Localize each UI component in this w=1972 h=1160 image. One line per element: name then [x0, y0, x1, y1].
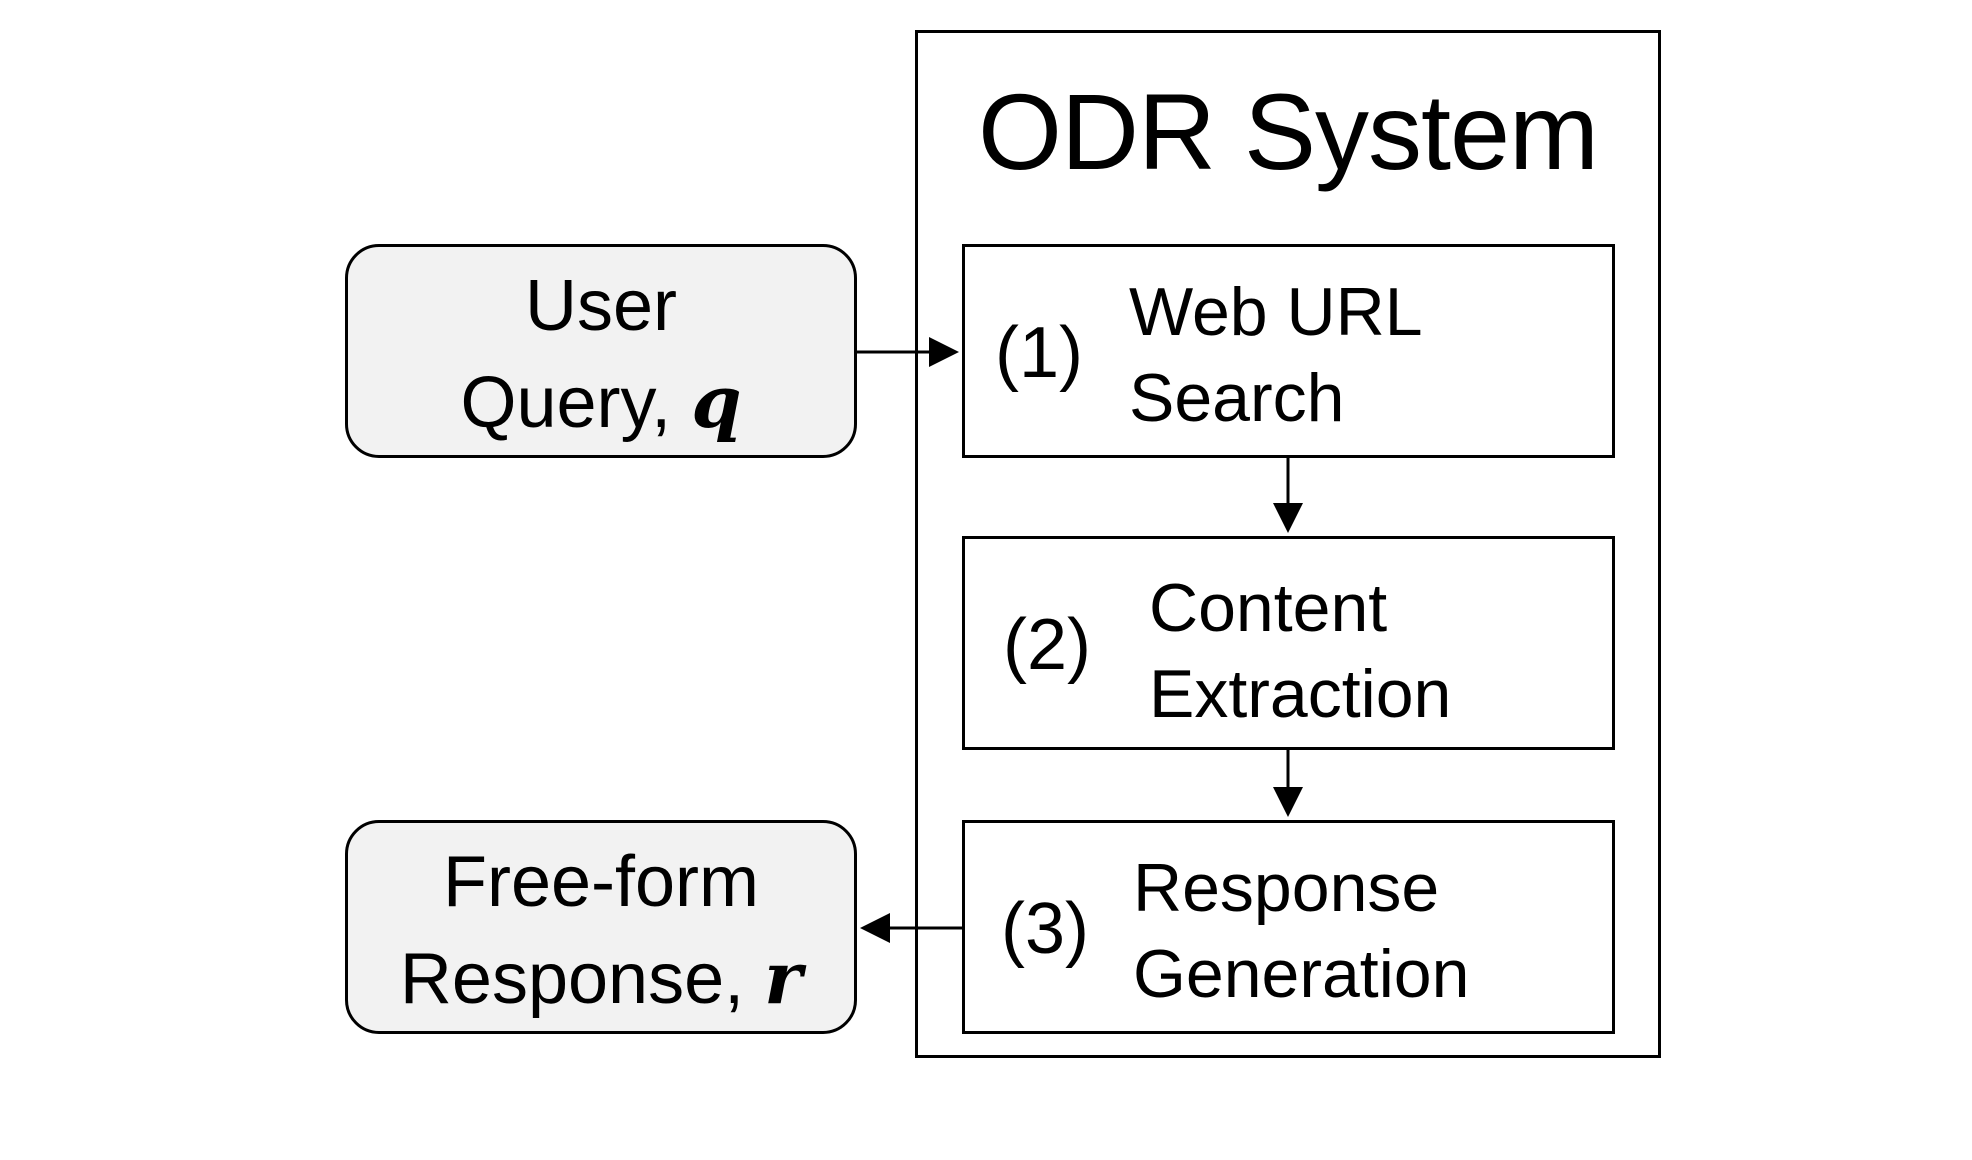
query-variable: q — [691, 359, 742, 444]
user-query-prefix: Query, — [460, 363, 692, 443]
step-label: Response Generation — [1133, 850, 1470, 1012]
step-label: Content Extraction — [1149, 570, 1452, 732]
free-form-response-box — [345, 820, 857, 1034]
user-query-box — [345, 244, 857, 458]
free-form-response-line1: Free-form — [442, 842, 760, 922]
response-variable: r — [764, 935, 803, 1020]
odr-system-title: ODR System — [977, 71, 1599, 192]
step-label: Web URL Search — [1129, 274, 1423, 436]
response-prefix: Response, — [399, 939, 765, 1019]
step-web-url-search: (1) Web URL Search — [962, 244, 1615, 458]
step-content-extraction: (2) Content Extraction — [962, 536, 1615, 750]
user-query-line1: User — [524, 266, 677, 346]
step-response-generation: (3) Response Generation — [962, 820, 1615, 1034]
free-form-response-line2: Response, r — [345, 930, 857, 1027]
user-query-line2: Query, q — [345, 354, 857, 451]
step-number: (2) — [1003, 605, 1091, 685]
step-number: (1) — [995, 313, 1083, 393]
step-number: (3) — [1001, 889, 1089, 969]
